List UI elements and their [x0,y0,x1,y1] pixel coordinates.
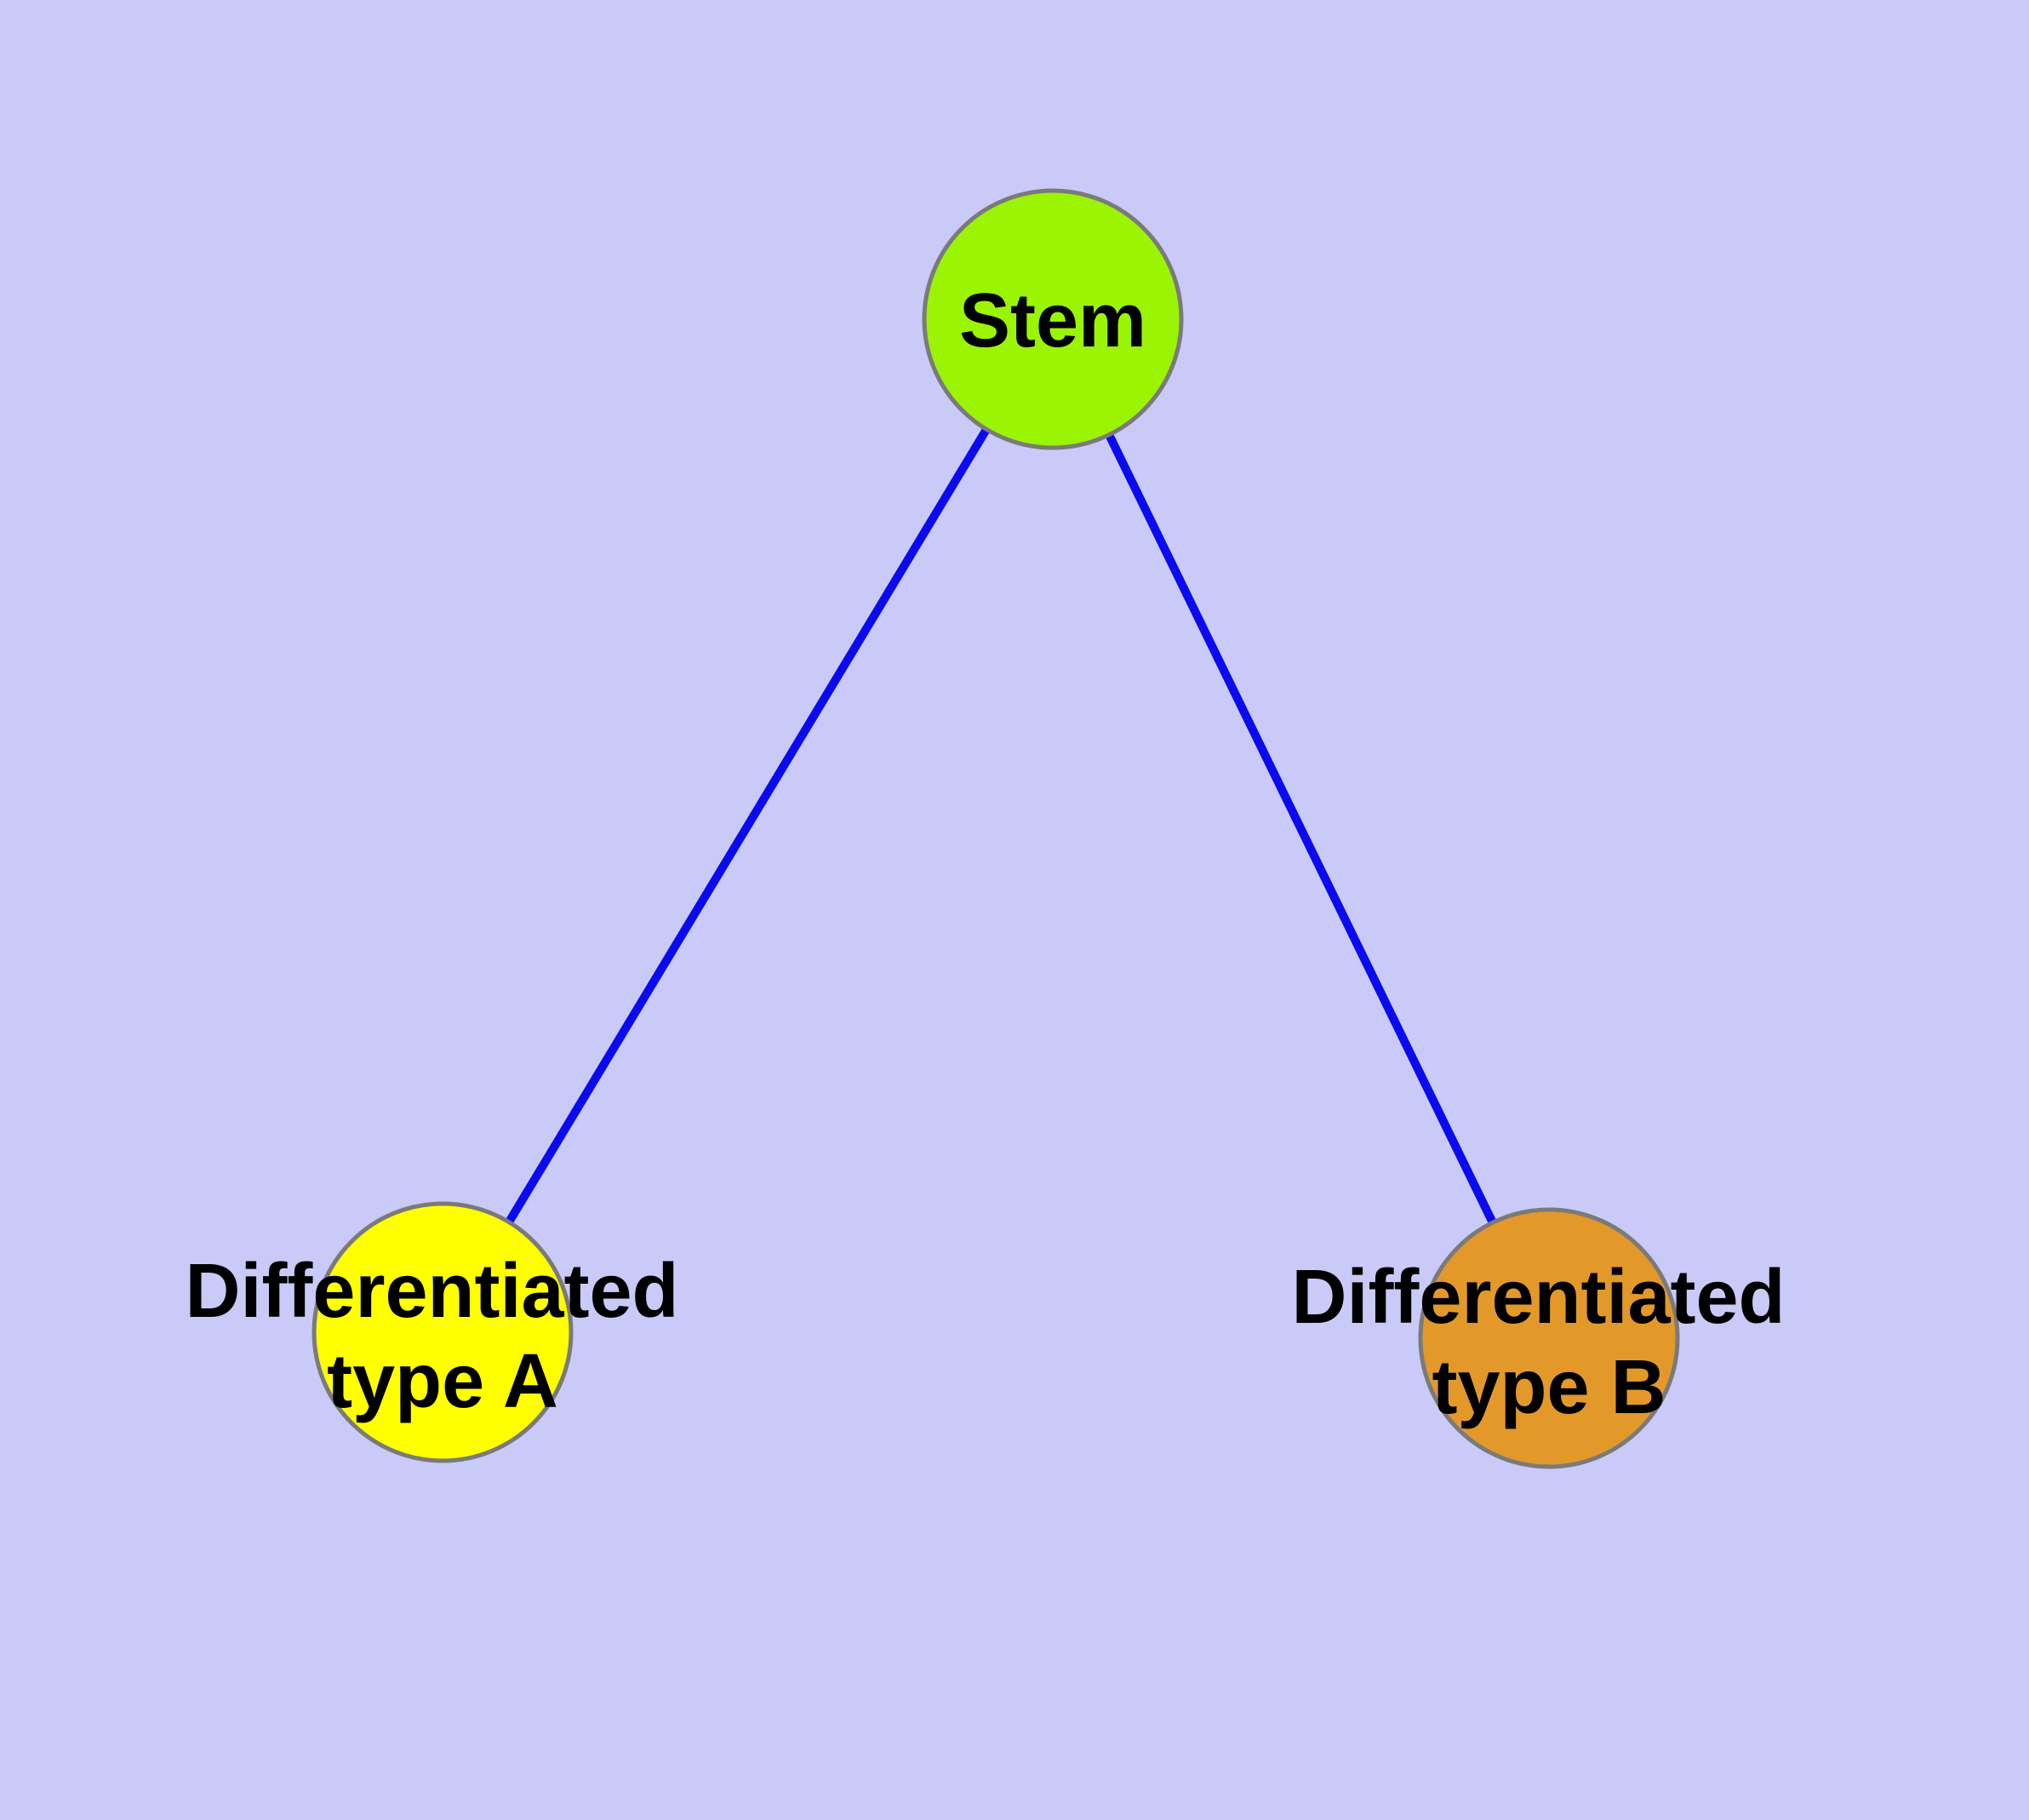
node-differentiated-type-a-label-line1: Differentiated [185,1249,678,1334]
node-differentiated-type-b [1418,1207,1680,1469]
node-differentiated-type-a-label: Differentiated type A [185,1249,700,1424]
node-differentiated-type-b-label: Differentiated type B [1291,1255,1806,1430]
edge-stem-to-type-b [1049,317,1553,1341]
edge-stem-to-type-a [438,317,1057,1335]
node-differentiated-type-a-label-line2: type A [327,1339,558,1424]
node-stem [922,188,1184,450]
node-differentiated-type-a [311,1201,574,1463]
node-differentiated-type-b-label-line2: type B [1432,1345,1666,1430]
node-differentiated-type-b-label-line1: Differentiated [1291,1255,1785,1340]
node-stem-label: Stem [959,278,1146,363]
